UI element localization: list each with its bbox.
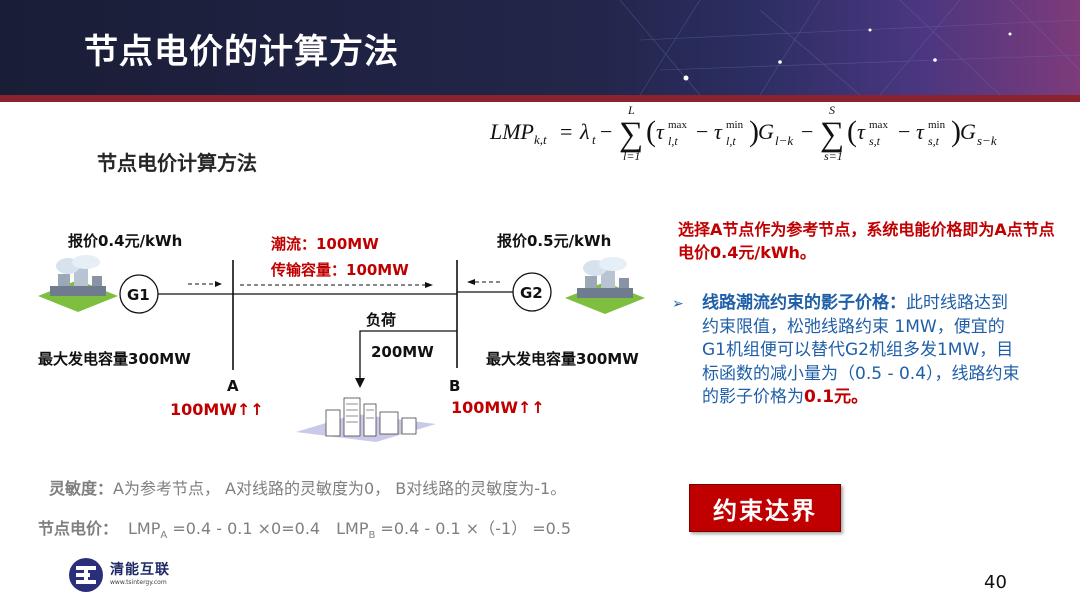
bid-right-label: 报价0.5元/kWh bbox=[497, 232, 612, 250]
lmp-b-expr: =0.4 - 0.1 ×（-1） =0.5 bbox=[375, 519, 572, 538]
load-value-label: 200MW bbox=[371, 343, 434, 361]
section-subtitle: 节点电价计算方法 bbox=[97, 151, 257, 175]
lmp-formula: LMP k,t = λ t − ∑ L l=1 ( τ max l,t − τ … bbox=[489, 103, 997, 163]
node-b-label: B bbox=[449, 377, 461, 395]
formula-sum-2: ∑ bbox=[820, 116, 844, 153]
lmp-a-prefix: LMP bbox=[128, 519, 161, 538]
formula-sum2-lower: s=1 bbox=[824, 149, 843, 163]
flow-arrowhead bbox=[425, 282, 433, 288]
formula-lambda: λ bbox=[579, 119, 590, 144]
flow-label: 潮流：100MW bbox=[271, 235, 379, 253]
lmp-a-expr: =0.4 - 0.1 ×0=0.4 bbox=[167, 519, 321, 538]
formula-g-2: G bbox=[960, 119, 976, 144]
shadow-price-value: 0.1元。 bbox=[804, 387, 869, 407]
formula-lhs-sub: k,t bbox=[534, 132, 547, 147]
output-b-label: 100MW↑↑ bbox=[451, 398, 545, 417]
formula-minus-4: − bbox=[898, 119, 910, 144]
formula-tau-3: τ bbox=[857, 119, 866, 144]
formula-sub-4: s,t bbox=[928, 134, 940, 148]
sensitivity-line: 灵敏度：A为参考节点， A对线路的灵敏度为0， B对线路的灵敏度为-1。 bbox=[49, 475, 566, 499]
constraint-binding-button[interactable]: 约束达界 bbox=[689, 484, 841, 532]
formula-paren-close-1: ) bbox=[749, 115, 759, 148]
bullet-arrow-icon: ➢ bbox=[672, 296, 684, 312]
formula-max-2: max bbox=[869, 119, 888, 131]
formula-sub-1: l,t bbox=[668, 134, 678, 148]
formula-sub-2: l,t bbox=[726, 134, 736, 148]
formula-sum-1: ∑ bbox=[619, 116, 643, 153]
g1-label: G1 bbox=[127, 286, 150, 304]
sensitivity-body: A为参考节点， A对线路的灵敏度为0， B对线路的灵敏度为-1。 bbox=[113, 479, 567, 498]
network-diagram bbox=[38, 255, 645, 442]
header-band: 节点电价的计算方法 bbox=[0, 0, 1080, 95]
formula-min-2: min bbox=[928, 119, 946, 131]
lmp-heading: 节点电价： bbox=[38, 519, 119, 538]
formula-tau-4: τ bbox=[916, 119, 925, 144]
formula-sum2-upper: S bbox=[829, 103, 835, 117]
logo-url: www.tsintergy.com bbox=[110, 579, 167, 586]
header-accent-bar bbox=[0, 95, 1080, 102]
formula-g-sub-1: l−k bbox=[775, 133, 793, 148]
lmp-a-sub: A bbox=[160, 530, 168, 542]
city-load-icon bbox=[296, 397, 436, 442]
formula-sub-3: s,t bbox=[869, 134, 881, 148]
bid-left-label: 报价0.4元/kWh bbox=[68, 232, 183, 250]
formula-g-sub-2: s−k bbox=[977, 133, 997, 148]
load-arrowhead bbox=[355, 378, 365, 388]
output-a-label: 100MW↑↑ bbox=[170, 400, 264, 419]
lmp-b-prefix: LMP bbox=[336, 519, 369, 538]
formula-max-1: max bbox=[668, 119, 687, 131]
power-plant-right-icon bbox=[565, 257, 645, 314]
page-number: 40 bbox=[984, 572, 1007, 593]
formula-equals: = bbox=[560, 119, 572, 144]
formula-min-1: min bbox=[726, 119, 744, 131]
formula-tau-1: τ bbox=[656, 119, 665, 144]
page-title: 节点电价的计算方法 bbox=[84, 32, 399, 72]
capacity-label: 传输容量：100MW bbox=[271, 261, 409, 279]
formula-paren-close-2: ) bbox=[951, 115, 961, 148]
formula-minus-3: − bbox=[801, 119, 813, 144]
formula-tau-2: τ bbox=[714, 119, 723, 144]
power-plant-left-icon bbox=[38, 255, 118, 312]
company-logo: 清能互联 www.tsintergy.com bbox=[66, 555, 196, 595]
sensitivity-heading: 灵敏度： bbox=[49, 479, 114, 498]
formula-paren-open-1: ( bbox=[646, 115, 656, 148]
formula-g-1: G bbox=[758, 119, 774, 144]
max-capacity-left-label: 最大发电容量300MW bbox=[38, 350, 191, 368]
formula-sum1-lower: l=1 bbox=[623, 149, 640, 163]
load-branch-line bbox=[359, 330, 457, 380]
g2-arrowhead bbox=[467, 279, 475, 285]
formula-paren-open-2: ( bbox=[847, 115, 857, 148]
max-capacity-right-label: 最大发电容量300MW bbox=[486, 350, 639, 368]
shadow-price-heading: 线路潮流约束的影子价格： bbox=[702, 293, 906, 313]
reference-node-note: 选择A节点作为参考节点，系统电能价格即为A点节点电价0.4元/kWh。 bbox=[678, 220, 1055, 262]
logo-mark-icon bbox=[69, 558, 103, 592]
node-a-label: A bbox=[227, 377, 239, 395]
shadow-price-text: 线路潮流约束的影子价格：此时线路达到约束限值，松弛线路约束 1MW，便宜的G1机… bbox=[702, 292, 1022, 410]
load-label: 负荷 bbox=[366, 311, 397, 329]
formula-minus-2: − bbox=[696, 119, 708, 144]
lmp-b-sub: B bbox=[368, 530, 376, 542]
g2-label: G2 bbox=[520, 284, 543, 302]
formula-minus-1: − bbox=[600, 119, 612, 144]
formula-lambda-sub: t bbox=[592, 132, 596, 147]
header-network-decoration bbox=[619, 0, 1080, 95]
g1-arrowhead bbox=[215, 281, 222, 287]
logo-name: 清能互联 bbox=[110, 562, 170, 578]
formula-sum1-upper: L bbox=[627, 103, 635, 117]
formula-lhs: LMP bbox=[489, 119, 534, 144]
shadow-price-body: 此时线路达到约束限值，松弛线路约束 1MW，便宜的G1机组便可以替代G2机组多发… bbox=[702, 293, 1020, 407]
